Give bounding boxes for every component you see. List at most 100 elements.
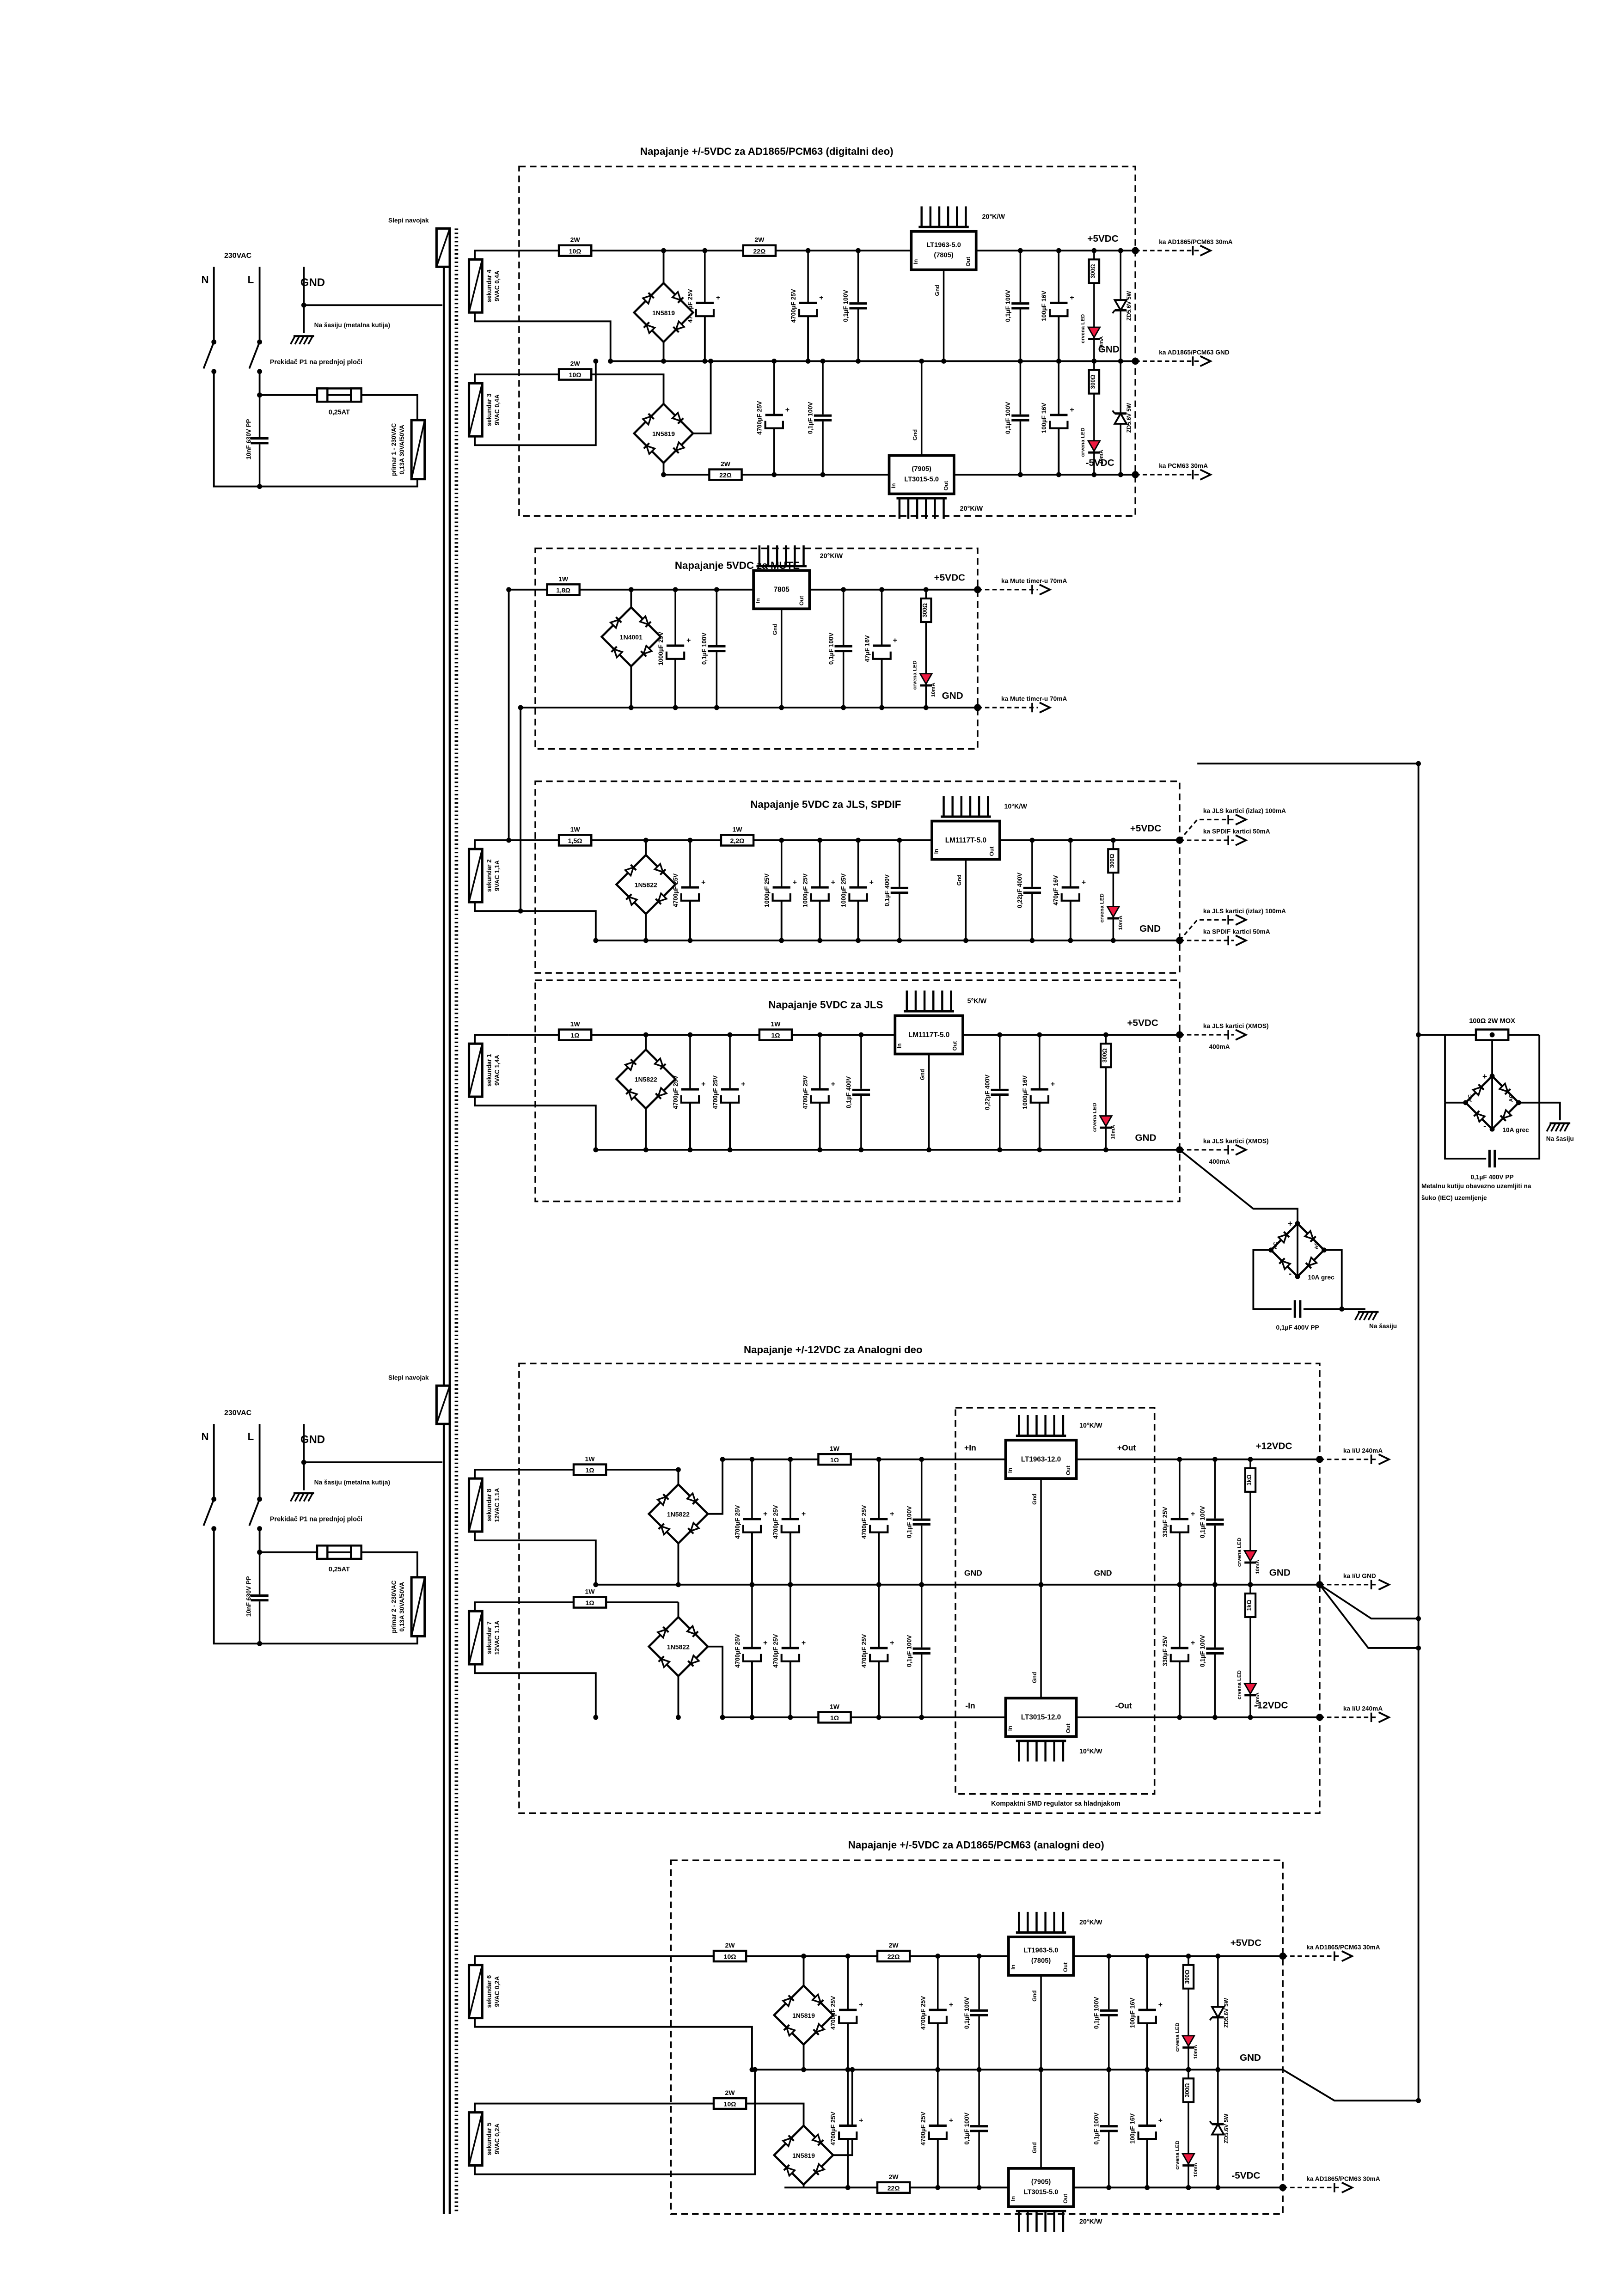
svg-text:2W: 2W	[725, 1942, 735, 1949]
svg-text:2W: 2W	[570, 236, 581, 244]
led-triangle	[1087, 440, 1102, 452]
svg-text:Napajanje +/-12VDC za Analogn: Napajanje +/-12VDC za Analogni deo	[744, 1344, 923, 1356]
svg-text:-5VDC: -5VDC	[1086, 458, 1114, 468]
svg-text:+: +	[831, 1081, 835, 1088]
svg-text:+: +	[1070, 406, 1074, 414]
svg-text:1W: 1W	[570, 1020, 581, 1028]
svg-text:10mA: 10mA	[1099, 336, 1104, 351]
svg-text:9VAC 0,4A: 9VAC 0,4A	[494, 394, 501, 425]
svg-text:+5VDC: +5VDC	[1127, 1018, 1158, 1028]
capacitor-electrolytic-10: +1000µF 25V	[840, 837, 874, 943]
capacitor-electrolytic-25: +4700µF 25V	[920, 1954, 953, 2072]
capacitor-film-15: 0,1µF 100V	[1093, 1954, 1118, 2072]
transformer-winding-10	[435, 227, 451, 268]
transformer-core-bus	[442, 228, 459, 2214]
svg-text:crvena LED: crvena LED	[1175, 2022, 1180, 2052]
bridge-rectifier-1N5819-1: 1N5819	[632, 402, 695, 464]
led-triangle	[1243, 1550, 1258, 1563]
capacitor-electrolytic-3: +4700µF 25V	[756, 359, 790, 477]
svg-text:5°K/W: 5°K/W	[967, 998, 987, 1005]
svg-text:300Ω: 300Ω	[1089, 264, 1096, 279]
svg-text:10Ω: 10Ω	[569, 247, 581, 255]
svg-text:Out: Out	[943, 481, 949, 491]
svg-text:ka JLS kartici (XMOS): ka JLS kartici (XMOS)	[1203, 1138, 1269, 1145]
section-box	[518, 165, 1136, 517]
svg-text:+: +	[1051, 1081, 1055, 1088]
svg-text:10mA: 10mA	[1255, 1560, 1261, 1574]
capacitor-electrolytic-17: +4700µF 25V	[772, 1457, 806, 1588]
svg-text:0,25AT: 0,25AT	[329, 409, 350, 416]
svg-text:470µF 16V: 470µF 16V	[1053, 875, 1059, 906]
svg-text:4700µF 25V: 4700µF 25V	[920, 1996, 927, 2030]
svg-text:1kΩ: 1kΩ	[1246, 1474, 1253, 1485]
svg-text:+: +	[949, 2001, 953, 2009]
svg-text:10mA: 10mA	[1193, 2162, 1199, 2177]
svg-text:0,1µF 400V: 0,1µF 400V	[845, 1076, 852, 1109]
svg-text:In: In	[755, 598, 761, 603]
svg-text:1W: 1W	[733, 826, 743, 833]
svg-text:4700µF 25V: 4700µF 25V	[861, 1634, 868, 1668]
svg-text:0,1µF 100V: 0,1µF 100V	[1093, 2113, 1100, 2145]
svg-text:1N4001: 1N4001	[620, 634, 643, 641]
capacitor-electrolytic-27: +4700µF 25V	[830, 2067, 863, 2190]
svg-text:0,1µF 100V: 0,1µF 100V	[701, 633, 708, 665]
svg-text:-12VDC: -12VDC	[1254, 1700, 1288, 1711]
svg-text:Na šasiju (metalna kutija): Na šasiju (metalna kutija)	[314, 1479, 391, 1486]
svg-text:1kΩ: 1kΩ	[1246, 1600, 1253, 1611]
capacitor-film-13: 0,1µF 100V	[1199, 1582, 1224, 1720]
capacitor-electrolytic-1: +4700µF 25V	[790, 248, 823, 364]
led-triangle	[1181, 2035, 1196, 2048]
svg-text:crvena LED: crvena LED	[1175, 2141, 1180, 2170]
svg-text:ka I/U 240mA: ka I/U 240mA	[1343, 1705, 1383, 1712]
capacitor-film-14: 0,1µF 100V	[963, 1954, 988, 2072]
section-box	[670, 1859, 1284, 2215]
svg-text:300Ω: 300Ω	[1109, 854, 1115, 868]
svg-text:1Ω: 1Ω	[571, 1032, 580, 1039]
section-box	[534, 979, 1181, 1203]
svg-text:ka I/U 240mA: ka I/U 240mA	[1343, 1447, 1383, 1454]
svg-text:Napajanje 5VDC za JLS: Napajanje 5VDC za JLS	[768, 999, 883, 1011]
fuse-0	[316, 387, 362, 403]
svg-text:0,13A 30VA/50VA: 0,13A 30VA/50VA	[398, 1582, 405, 1632]
led-indicator-0: 300Ω crvena LED 10mA	[1080, 248, 1104, 364]
svg-text:(7805): (7805)	[934, 252, 953, 259]
svg-text:1W: 1W	[570, 826, 581, 833]
svg-text:GND: GND	[300, 1434, 325, 1446]
output-arrow-8: ka SPDIF kartici 50mA	[1176, 928, 1270, 946]
svg-text:N: N	[202, 1431, 209, 1442]
svg-text:+: +	[686, 637, 691, 645]
labels: +5VDCGND-5VDC+5VDCGND+5VDCGND+5VDCGND+12…	[202, 217, 1574, 2181]
led-triangle	[1243, 1683, 1258, 1695]
svg-text:In: In	[1010, 1965, 1016, 1970]
fuse-1	[316, 1545, 362, 1560]
svg-text:20°K/W: 20°K/W	[982, 214, 1005, 221]
svg-text:GND: GND	[300, 276, 325, 289]
svg-text:-5VDC: -5VDC	[1231, 2170, 1260, 2181]
svg-text:crvena LED: crvena LED	[1080, 314, 1086, 343]
svg-text:crvena LED: crvena LED	[1080, 427, 1086, 457]
svg-text:crvena LED: crvena LED	[1100, 893, 1105, 922]
svg-text:100µF 16V: 100µF 16V	[1129, 2113, 1136, 2144]
svg-text:Out: Out	[1065, 1723, 1071, 1733]
output-arrow-1: ka AD1865/PCM63 GND	[1132, 349, 1230, 367]
svg-text:+: +	[819, 294, 823, 302]
zener-diode-1: ZD5.6V 5W	[1112, 359, 1132, 477]
output-arrow-3: ka Mute timer-u 70mA	[974, 577, 1067, 596]
capacitor-film-17: 0,1µF 100V	[1093, 2067, 1118, 2190]
capacitor-electrolytic-15: +1000µF 16V	[1022, 1032, 1055, 1153]
svg-text:+5VDC: +5VDC	[1230, 1937, 1261, 1948]
svg-text:GND: GND	[1269, 1568, 1291, 1578]
capacitor-film-2: 0,1µF 100V	[807, 359, 832, 477]
